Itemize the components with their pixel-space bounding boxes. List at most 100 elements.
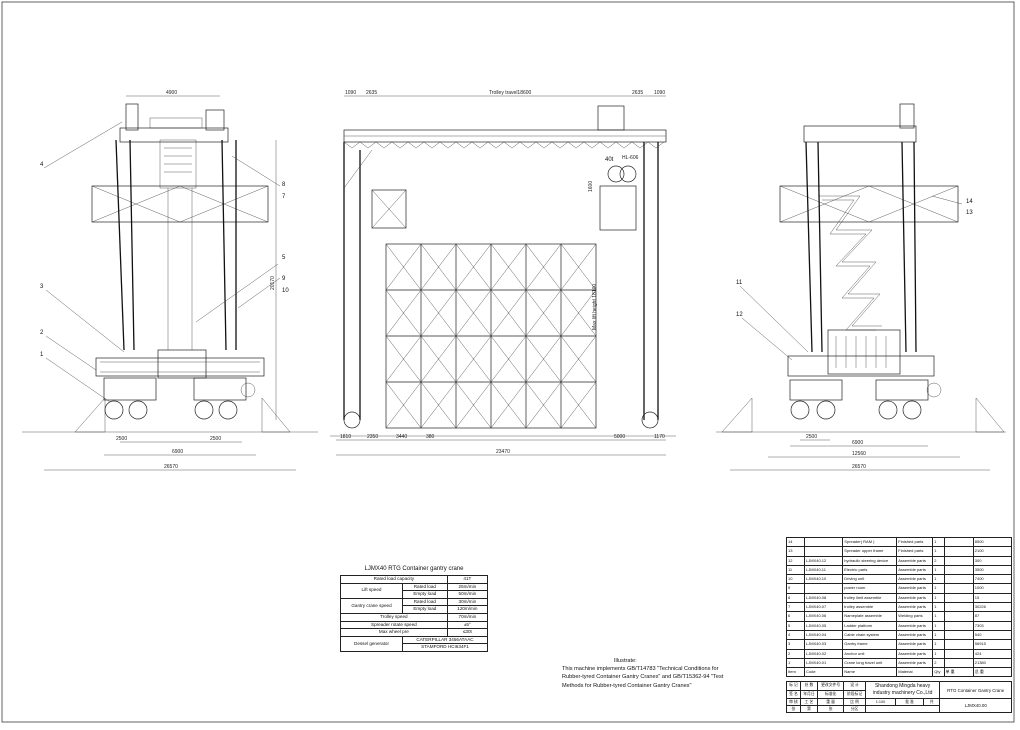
max-wheel-value: ≤30t bbox=[446, 628, 489, 637]
parts-cell-qty: 1 bbox=[932, 629, 945, 641]
parts-cell-material: Assemble parts bbox=[896, 564, 934, 576]
trolley-dim: 1600 bbox=[588, 181, 594, 192]
gantry-rated-value: 30m/min bbox=[446, 597, 489, 607]
parts-cell-no: 2 bbox=[786, 648, 805, 659]
notes-heading: Illustrate: bbox=[614, 658, 637, 664]
parts-cell-w1 bbox=[943, 555, 974, 566]
parts-cell-material: Welding parts bbox=[896, 611, 934, 622]
lift-rated-label: Rated load bbox=[401, 582, 448, 592]
left-side-view: 4900 2500 2500 6900 26570 20170 4 3 2 1 … bbox=[22, 90, 318, 471]
front-bottom-dim-6: 1170 bbox=[654, 434, 665, 440]
parts-cell-name: trolley limit assemble bbox=[842, 592, 898, 604]
callout-9: 9 bbox=[282, 276, 286, 282]
parts-cell-w1 bbox=[943, 536, 974, 548]
parts-cell-name: Gantry frame bbox=[842, 639, 898, 650]
parts-cell-name: Nameplate assemble bbox=[842, 611, 898, 622]
tb-label-sheet: 张 bbox=[786, 705, 801, 713]
tb-label-zone: 更改文件号 bbox=[817, 681, 845, 691]
lift-empty-label: Empty load bbox=[401, 590, 448, 599]
parts-cell-w2: 21380 bbox=[972, 657, 1013, 669]
notes: Illustrate: This machine implements GB/T… bbox=[562, 657, 742, 690]
parts-cell-qty: 1 bbox=[932, 536, 945, 548]
parts-cell-no: 12 bbox=[786, 555, 805, 566]
parts-cell-code bbox=[803, 536, 844, 548]
spec-table: LJMX40 RTG Container gantry crane Rated … bbox=[340, 566, 489, 652]
tb-label-weight: 重 量 bbox=[817, 698, 845, 707]
parts-cell-qty: 1 bbox=[932, 620, 945, 631]
left-wheel-dim-a: 2500 bbox=[116, 436, 127, 442]
parts-cell-name: Cable chain system bbox=[842, 629, 898, 641]
left-base-dim: 6900 bbox=[172, 449, 183, 455]
parts-cell-no: 6 bbox=[786, 611, 805, 622]
parts-cell-w2: 87 bbox=[972, 611, 1013, 622]
parts-cell-qty: 1 bbox=[932, 564, 945, 576]
front-top-dim-4: 1090 bbox=[654, 90, 665, 96]
left-top-dim: 4900 bbox=[166, 90, 177, 96]
notes-line-2: Rubber-tyred Container Gantry Cranes" an… bbox=[562, 674, 724, 681]
parts-cell-no: 14 bbox=[786, 536, 805, 548]
parts-cell-w2: 2100 bbox=[972, 546, 1013, 557]
parts-cell-material: Assemble parts bbox=[896, 574, 934, 585]
parts-cell-w1 bbox=[943, 629, 974, 641]
parts-cell-qty: 1 bbox=[932, 639, 945, 650]
parts-cell-name: Spreader upper frame bbox=[842, 546, 898, 557]
parts-cell-w1 bbox=[943, 620, 974, 631]
parts-cell-qty: 1 bbox=[932, 611, 945, 622]
spreader-rotate-value: ±5° bbox=[446, 620, 489, 630]
parts-cell-w1 bbox=[943, 592, 974, 604]
tb-label-of: 第 bbox=[799, 705, 819, 713]
parts-cell-code: LJMX40.11 bbox=[803, 564, 844, 576]
callout-14: 14 bbox=[966, 199, 973, 205]
parts-cell-w2: 540 bbox=[972, 629, 1013, 641]
parts-cell-w1 bbox=[943, 648, 974, 659]
gantry-empty-label: Empty load bbox=[401, 605, 448, 614]
callout-7: 7 bbox=[282, 194, 286, 200]
parts-cell-code: LJMX40.07 bbox=[803, 602, 844, 613]
parts-cell-code bbox=[803, 546, 844, 557]
tb-label-craft: 工 艺 bbox=[799, 698, 819, 707]
rated-load-capacity-label: Rated load capacity bbox=[340, 575, 448, 584]
parts-cell-w2: 300 bbox=[972, 555, 1013, 566]
title-block: 标 记 处 数 更改文件号 设 计 Shandong Mingda heavy … bbox=[786, 680, 1012, 713]
container-stack bbox=[385, 243, 597, 429]
drawing-title: RTG Container Gantry Crane bbox=[939, 680, 1012, 700]
capacity-mark: 40t bbox=[605, 157, 614, 163]
parts-cell-w1 bbox=[943, 657, 974, 669]
spreader-rotate-label: Spreader rotate speed bbox=[340, 620, 448, 630]
tb-label-date: 年月日 bbox=[799, 689, 819, 700]
parts-cell-w1 bbox=[943, 574, 974, 585]
tb-label-sheet-2: 张 bbox=[817, 705, 845, 713]
right-base-dim: 6900 bbox=[852, 440, 863, 446]
front-span-dim: 23470 bbox=[496, 449, 510, 455]
parts-cell-code: LJMX40.08 bbox=[803, 592, 844, 604]
generator-2: STAMFORD HCI634F1 bbox=[401, 643, 489, 652]
parts-cell-material: Finished parts bbox=[896, 546, 934, 557]
max-wheel-label: Max wheel pre bbox=[340, 628, 448, 637]
front-bottom-dim-5: 5000 bbox=[614, 434, 625, 440]
trolley-travel-dim: Trolley travel18600 bbox=[489, 90, 532, 96]
parts-cell-material: Assemble parts bbox=[896, 602, 934, 613]
generator-1: CATERPILLAR 3456ATAAC bbox=[401, 635, 489, 645]
gantry-rated-label: Rated load bbox=[401, 597, 448, 607]
parts-cell-w2: 1000 bbox=[972, 583, 1013, 594]
parts-cell-w1 bbox=[943, 602, 974, 613]
front-top-dim-1: 1090 bbox=[345, 90, 356, 96]
parts-cell-material: Assemble parts bbox=[896, 592, 934, 604]
parts-cell-name: Electric parts bbox=[842, 564, 898, 576]
callout-2: 2 bbox=[40, 330, 44, 336]
parts-cell-code: LJMX40.06 bbox=[803, 611, 844, 622]
parts-cell-w2: 15 bbox=[972, 592, 1013, 604]
right-side-view: 2500 6900 12560 26570 11 12 14 13 bbox=[716, 103, 1006, 471]
tb-label-std: 标准化 bbox=[817, 689, 845, 700]
company-name: Shandong Mingda heavy industry machinery… bbox=[864, 680, 941, 700]
tb-label-sheets: 共 bbox=[923, 698, 941, 707]
